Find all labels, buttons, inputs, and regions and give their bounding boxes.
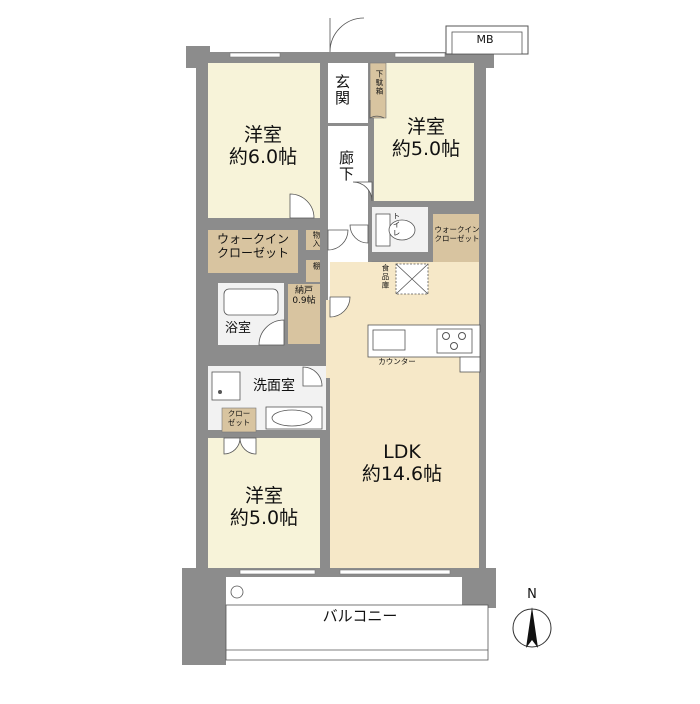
storage-small-label: 物入 [312, 231, 321, 248]
fridge-x-2 [395, 263, 429, 295]
shoe-box-floor [369, 62, 387, 119]
compass-label: N [527, 587, 537, 602]
bedroom-nw-size: 約6.0帖 [228, 145, 298, 168]
door-toilet [349, 224, 369, 244]
ldk-name: LDK [383, 441, 421, 463]
pantry-label: 食品庫 [381, 264, 390, 290]
window-ne [394, 52, 446, 58]
closet-sw-floor [221, 407, 257, 433]
entrance-door [329, 17, 365, 53]
bedroom-ne-label: 洋室 約5.0帖 [390, 116, 462, 161]
window-nw [229, 52, 281, 58]
bathtub [223, 288, 279, 316]
linen-floor [306, 260, 320, 282]
meter-box-inner [451, 31, 523, 55]
window-ldk [339, 569, 451, 575]
shoe-box-label: 下駄箱 [375, 70, 384, 96]
balcony-label: バルコニー [322, 607, 398, 625]
walkin-closet-e-label: ウォークイン クローゼット [433, 225, 481, 243]
door-washroom [302, 366, 323, 387]
counter-label: カウンター [378, 357, 416, 366]
ldk-label: LDK 約14.6帖 [352, 441, 452, 486]
nando-label: 納戸 0.9帖 [288, 286, 320, 307]
ldk-floor [326, 262, 479, 568]
balcony-floor [225, 604, 489, 661]
walkin-closet-e-floor [433, 214, 479, 262]
walkin-closet-w-floor [208, 230, 298, 273]
compass-arrow [526, 607, 538, 648]
door-bedroom-nw [289, 193, 315, 219]
closet-sw-label: クロー ゼット [222, 409, 256, 427]
bedroom-ne-floor [374, 63, 474, 201]
bedroom-sw-label: 洋室 約5.0帖 [228, 485, 300, 530]
kitchen-sink [372, 329, 406, 351]
bedroom-nw-label: 洋室 約6.0帖 [228, 124, 298, 169]
hallway-label: 廊下 [337, 150, 355, 182]
ldk-size: 約14.6帖 [361, 462, 443, 485]
stove [436, 328, 473, 354]
meter-box-label: MB [476, 33, 494, 46]
bedroom-sw-name: 洋室 [244, 485, 283, 507]
bedroom-nw-floor [208, 63, 320, 218]
closet-sw-line-1: クロー [227, 409, 251, 418]
bedroom-ne-size: 約5.0帖 [391, 137, 461, 160]
bathroom-label: 浴室 [224, 321, 251, 336]
toilet-label: トイレ [392, 212, 401, 238]
walkin-closet-w-label: ウォークイン クローゼット [208, 232, 298, 261]
closet-sw-line-2: ゼット [227, 417, 251, 427]
walkin-closet-w-line-1: ウォークイン [216, 232, 289, 246]
walkin-closet-e-line-1: ウォークイン [434, 225, 480, 234]
bedroom-sw-size: 約5.0帖 [229, 506, 299, 529]
balcony-wall [182, 570, 226, 665]
burner-2 [458, 332, 466, 340]
storage-small-floor [306, 230, 320, 250]
nando-floor [288, 284, 320, 344]
pillar-nw [186, 46, 210, 68]
bedroom-sw-floor [208, 438, 320, 568]
nando-name: 納戸 [294, 286, 313, 296]
door-ldk [329, 296, 351, 318]
door-shoe-box [369, 100, 385, 119]
window-sw [239, 569, 316, 575]
nando-size: 0.9帖 [292, 296, 316, 307]
washer-drain [218, 390, 222, 394]
wash-basin [271, 409, 313, 427]
pillar-se [462, 568, 496, 608]
aircon-outlet [230, 585, 244, 599]
entrance-label: 玄関 [333, 74, 351, 106]
linen-label: 棚 [312, 262, 321, 271]
toilet-bowl [388, 219, 416, 241]
walkin-closet-e-line-2: クローゼット [434, 233, 480, 243]
door-walkin [327, 229, 349, 251]
washer-pan [211, 371, 241, 401]
bedroom-nw-name: 洋室 [243, 124, 282, 146]
burner-3 [450, 342, 458, 350]
walkin-closet-w-line-2: クローゼット [216, 245, 289, 260]
burner-1 [442, 332, 450, 340]
door-closet-sw-2 [239, 437, 257, 455]
washroom-label: 洗面室 [253, 378, 295, 394]
bedroom-ne-name: 洋室 [406, 116, 445, 138]
door-bathroom [258, 319, 285, 346]
entrance-floor [328, 63, 368, 123]
counter-end [459, 356, 481, 373]
door-bedroom-ne [352, 181, 373, 202]
